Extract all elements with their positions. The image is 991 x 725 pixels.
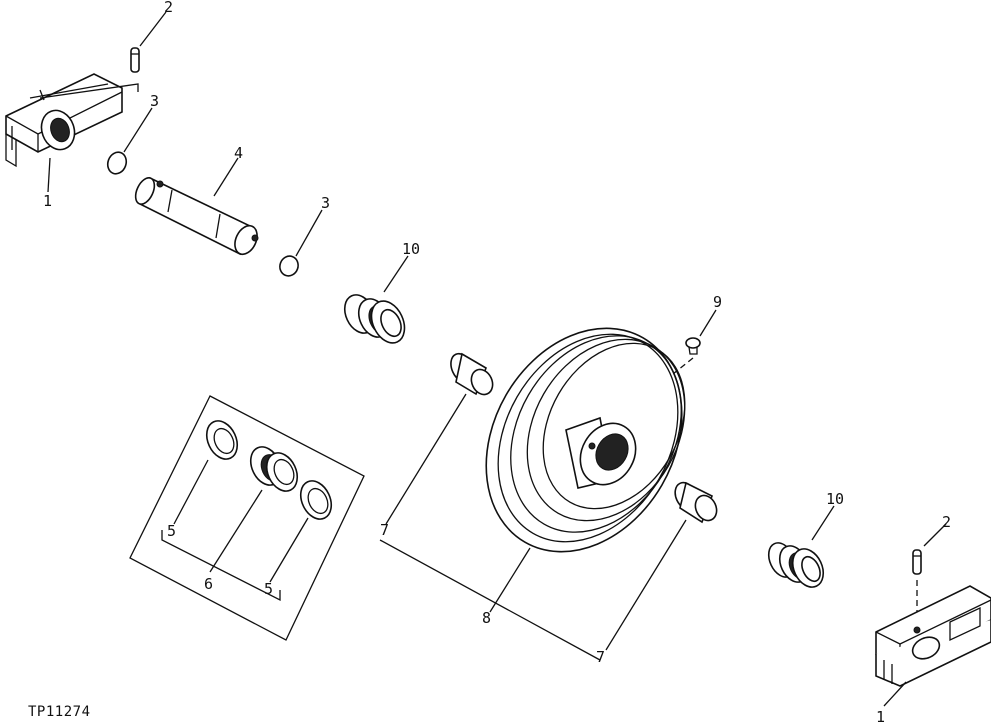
- callout-6: 6: [204, 575, 213, 593]
- callout-8: 8: [482, 609, 491, 627]
- pin-top: [130, 47, 140, 73]
- callout-7-a: 7: [380, 521, 389, 539]
- reference-code: TP11274: [28, 704, 91, 720]
- seal-upper: [343, 294, 406, 344]
- callout-5-b: 5: [264, 580, 273, 598]
- callout-4: 4: [234, 144, 243, 162]
- seal-lower: [767, 542, 825, 588]
- screw: [685, 337, 701, 355]
- ring-lower: [279, 255, 299, 277]
- bushing-upper: [450, 352, 494, 396]
- callout-3-a: 3: [150, 92, 159, 110]
- callout-3-b: 3: [321, 194, 330, 212]
- callout-1-bottom: 1: [876, 708, 885, 725]
- callout-9: 9: [713, 293, 722, 311]
- shaft: [134, 176, 259, 256]
- idler-wheel: [485, 327, 686, 553]
- callout-2-bottom: 2: [942, 513, 951, 531]
- callout-7-b: 7: [596, 648, 605, 666]
- callout-10-b: 10: [826, 490, 844, 508]
- bushing-lower: [674, 481, 718, 524]
- seal-kit-inset: [129, 395, 365, 641]
- callout-2-top: 2: [164, 0, 173, 16]
- ring-upper: [106, 151, 128, 175]
- leader-lines: [47, 11, 947, 707]
- bracket-top-left: [5, 73, 139, 168]
- callout-5-a: 5: [167, 522, 176, 540]
- pin-bottom: [912, 549, 922, 575]
- callout-10-a: 10: [402, 240, 420, 258]
- bracket-bottom-right: [875, 585, 991, 687]
- callout-1-top: 1: [43, 192, 52, 210]
